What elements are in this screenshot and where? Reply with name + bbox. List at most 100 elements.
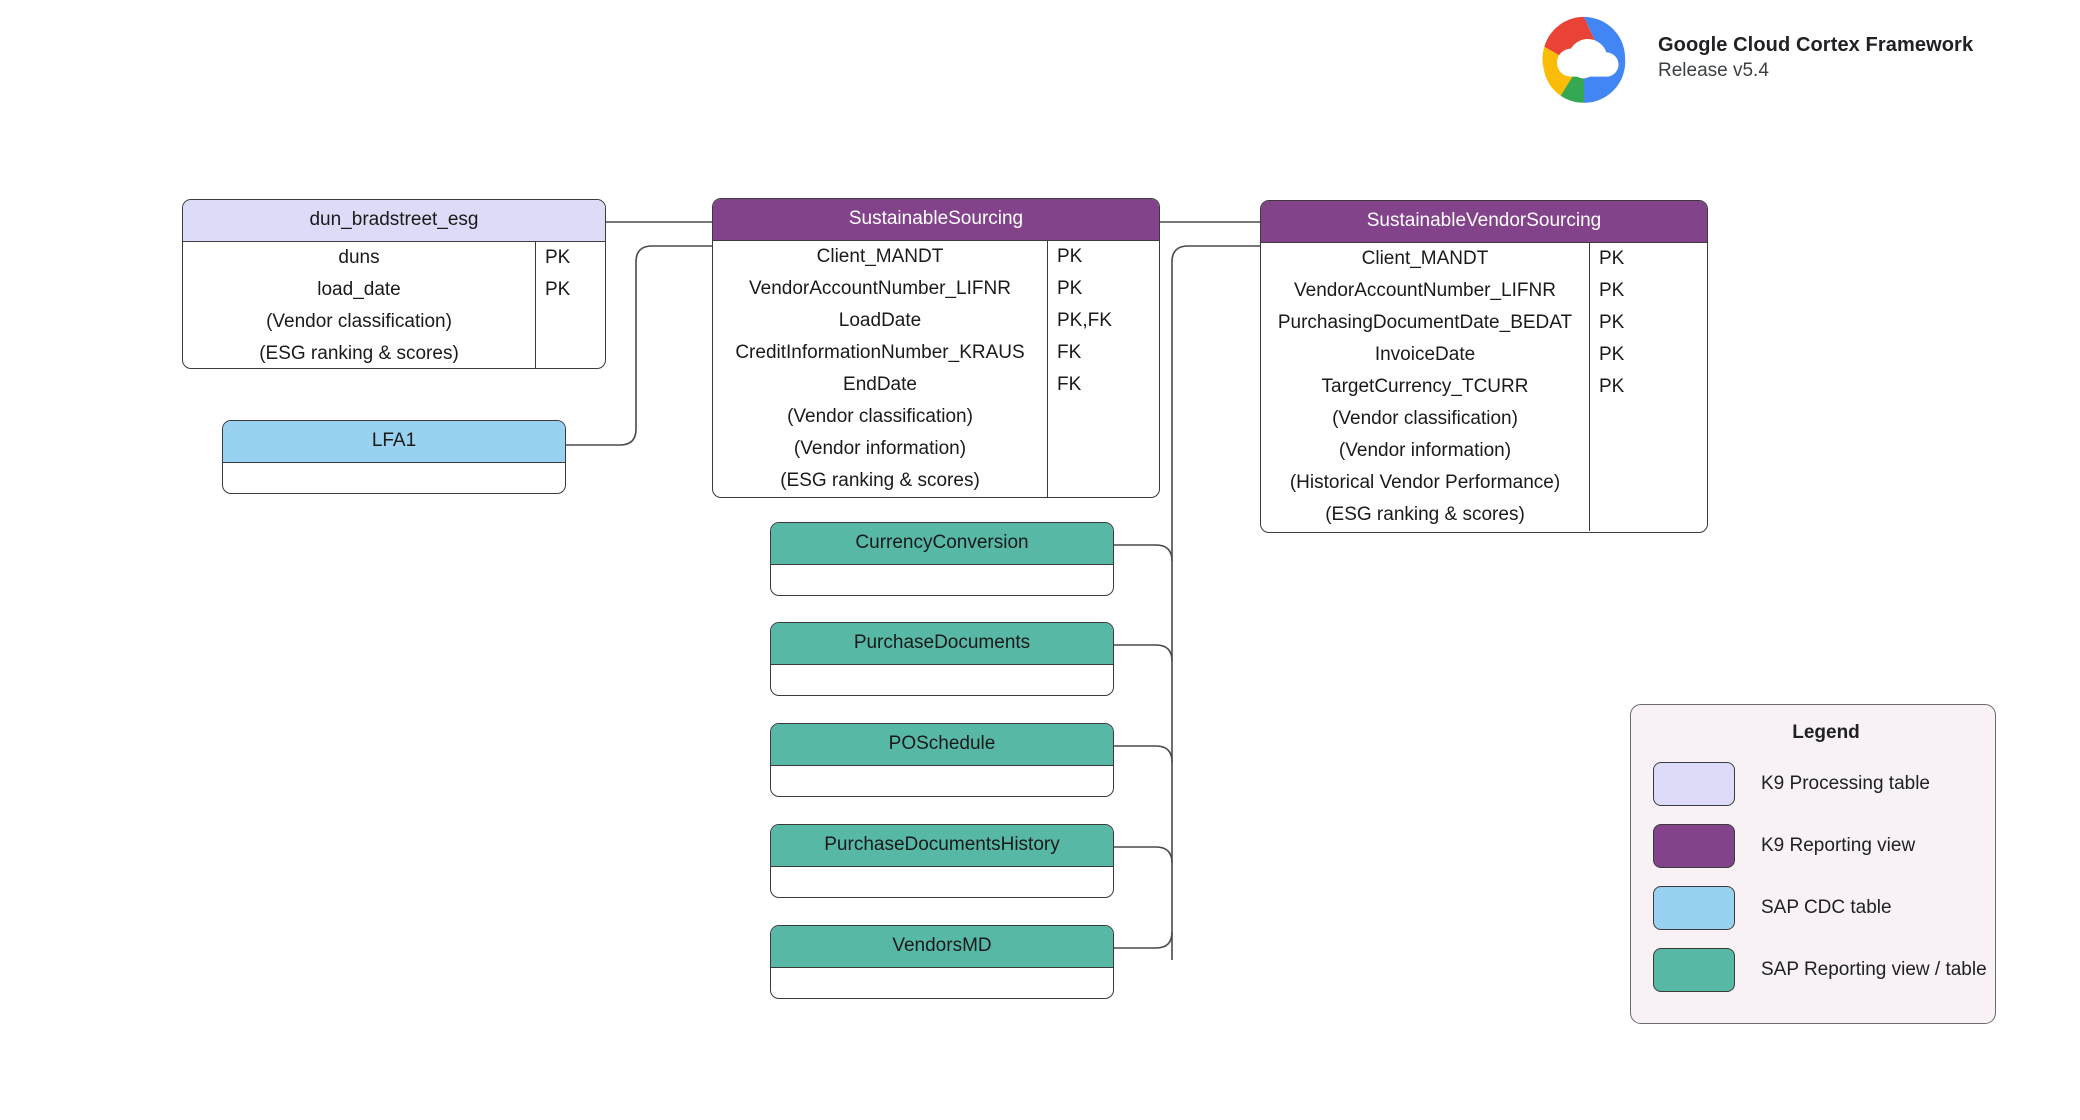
- entity-body-currency-conversion: [771, 565, 1113, 595]
- entity-body-dun-bradstreet-esg: duns load_date (Vendor classification) (ESG…: [183, 242, 605, 368]
- brand-release: Release v5.4: [1658, 59, 1769, 81]
- field-column: duns load_date (Vendor classification) (ESG…: [183, 242, 535, 368]
- field-row: TargetCurrency_TCURR: [1321, 376, 1529, 397]
- key-badge: FK: [1057, 374, 1082, 395]
- key-column: PK PK PK,FK FK FK: [1047, 241, 1159, 497]
- legend-label: K9 Reporting view: [1761, 835, 1916, 856]
- entity-body-purchase-documents: [771, 665, 1113, 695]
- wire-vendors-md-to-trunk: [1114, 931, 1173, 949]
- field-row: Client_MANDT: [1361, 248, 1489, 269]
- wire-green-trunk-to-vendor-sourcing: [1171, 245, 1260, 960]
- wire-purchase-documents-to-trunk: [1114, 644, 1173, 662]
- field-row: PurchasingDocumentDate_BEDAT: [1277, 312, 1573, 333]
- entity-title-po-schedule: POSchedule: [771, 724, 1113, 766]
- key-badge: PK: [545, 247, 571, 268]
- legend-item-2: SAP CDC table: [1653, 886, 1995, 930]
- entity-title-purchase-documents: PurchaseDocuments: [771, 623, 1113, 665]
- wire-currency-conversion-to-trunk: [1114, 544, 1173, 562]
- key-badge: [1590, 435, 1707, 467]
- entity-title-currency-conversion: CurrencyConversion: [771, 523, 1113, 565]
- wire-purchase-documents-history-to-trunk: [1114, 846, 1173, 864]
- legend-panel: Legend K9 Processing table K9 Reporting v…: [1630, 704, 1996, 1024]
- field-row: (Vendor classification): [266, 311, 452, 332]
- key-badge: PK: [1599, 280, 1625, 301]
- brand-header: Google Cloud Cortex Framework Release v5…: [1528, 10, 1973, 106]
- entity-currency-conversion[interactable]: CurrencyConversion: [770, 522, 1114, 596]
- field-column: Client_MANDT VendorAccountNumber_LIFNR Pur…: [1261, 243, 1589, 531]
- field-row: Client_MANDT: [816, 246, 944, 267]
- legend-item-1: K9 Reporting view: [1653, 824, 1995, 868]
- entity-title-sustainable-sourcing: SustainableSourcing: [713, 199, 1159, 241]
- key-badge: PK: [545, 279, 571, 300]
- field-row: (Vendor information): [1338, 440, 1512, 461]
- key-badge: [1048, 433, 1159, 465]
- key-badge: PK: [1599, 312, 1625, 333]
- key-badge: [1048, 401, 1159, 433]
- field-column: Client_MANDT VendorAccountNumber_LIFNR Loa…: [713, 241, 1047, 497]
- key-badge: [536, 306, 605, 338]
- legend-swatch: [1653, 824, 1735, 868]
- key-badge: [1048, 465, 1159, 497]
- brand-title: Google Cloud Cortex Framework: [1658, 34, 1974, 57]
- entity-purchase-documents[interactable]: PurchaseDocuments: [770, 622, 1114, 696]
- key-badge: [1590, 499, 1707, 531]
- field-row: (ESG ranking & scores): [1325, 504, 1525, 525]
- legend-item-0: K9 Processing table: [1653, 762, 1995, 806]
- entity-body-purchase-documents-history: [771, 867, 1113, 897]
- entity-body-lfa1: [223, 463, 565, 493]
- key-badge: [536, 338, 605, 368]
- legend-label: SAP Reporting view / table: [1761, 959, 1987, 980]
- key-badge: [1590, 467, 1707, 499]
- field-row: (Vendor classification): [1332, 408, 1518, 429]
- field-row: InvoiceDate: [1374, 344, 1476, 365]
- key-column: PK PK: [535, 242, 605, 368]
- key-badge: FK: [1057, 342, 1082, 363]
- field-row: load_date: [317, 279, 401, 300]
- entity-vendors-md[interactable]: VendorsMD: [770, 925, 1114, 999]
- key-badge: PK: [1057, 278, 1083, 299]
- legend-title: Legend: [1792, 722, 1860, 743]
- entity-purchase-documents-history[interactable]: PurchaseDocumentsHistory: [770, 824, 1114, 898]
- key-badge: PK: [1599, 248, 1625, 269]
- entity-lfa1[interactable]: LFA1: [222, 420, 566, 494]
- entity-po-schedule[interactable]: POSchedule: [770, 723, 1114, 797]
- field-row: VendorAccountNumber_LIFNR: [1294, 280, 1556, 301]
- key-badge: [1590, 403, 1707, 435]
- field-row: (ESG ranking & scores): [259, 343, 459, 364]
- key-badge: PK,FK: [1057, 310, 1112, 331]
- field-row: CreditInformationNumber_KRAUS: [735, 342, 1025, 363]
- field-row: (Historical Vendor Performance): [1289, 472, 1561, 493]
- entity-title-dun-bradstreet-esg: dun_bradstreet_esg: [183, 200, 605, 242]
- entity-title-vendors-md: VendorsMD: [771, 926, 1113, 968]
- entity-body-sustainable-vendor-sourcing: Client_MANDT VendorAccountNumber_LIFNR Pur…: [1261, 243, 1707, 531]
- field-row: (ESG ranking & scores): [780, 470, 980, 491]
- field-row: (Vendor information): [793, 438, 967, 459]
- google-cloud-logo-icon: [1542, 16, 1626, 103]
- field-row: LoadDate: [838, 310, 922, 331]
- entity-body-vendors-md: [771, 968, 1113, 998]
- legend-label: SAP CDC table: [1761, 897, 1892, 918]
- legend-swatch: [1653, 948, 1735, 992]
- field-row: duns: [338, 247, 380, 268]
- wire-po-schedule-to-trunk: [1114, 745, 1173, 763]
- field-row: (Vendor classification): [787, 406, 973, 427]
- entity-body-sustainable-sourcing: Client_MANDT VendorAccountNumber_LIFNR Loa…: [713, 241, 1159, 497]
- entity-body-po-schedule: [771, 766, 1113, 796]
- key-badge: PK: [1599, 376, 1625, 397]
- legend-swatch: [1653, 762, 1735, 806]
- legend-label: K9 Processing table: [1761, 773, 1930, 794]
- key-column: PK PK PK PK PK: [1589, 243, 1707, 531]
- field-row: EndDate: [843, 374, 917, 395]
- key-badge: PK: [1057, 246, 1083, 267]
- entity-title-sustainable-vendor-sourcing: SustainableVendorSourcing: [1261, 201, 1707, 243]
- entity-title-lfa1: LFA1: [223, 421, 565, 463]
- entity-title-purchase-documents-history: PurchaseDocumentsHistory: [771, 825, 1113, 867]
- key-badge: PK: [1599, 344, 1625, 365]
- legend-item-3: SAP Reporting view / table: [1653, 948, 1995, 992]
- legend-swatch: [1653, 886, 1735, 930]
- field-row: VendorAccountNumber_LIFNR: [749, 278, 1011, 299]
